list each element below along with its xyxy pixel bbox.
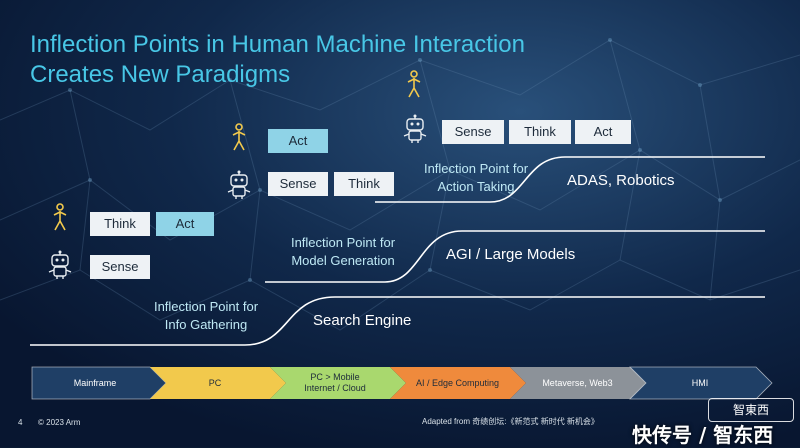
chevron-mobile-cloud bbox=[270, 367, 406, 399]
robot-icon bbox=[227, 170, 251, 199]
inflection-label-model-generation: Inflection Point for Model Generation bbox=[290, 235, 396, 268]
tier-search-engine: Search Engine bbox=[313, 312, 412, 329]
chevron-metaverse bbox=[510, 367, 646, 399]
chevron-hmi bbox=[629, 366, 773, 400]
chevron-pc bbox=[150, 367, 286, 399]
watermark-logo: 智東西 bbox=[708, 398, 794, 422]
timeline-label-hmi: HMI bbox=[691, 377, 709, 388]
act-box: Act bbox=[156, 212, 214, 236]
watermark-logo-text: 智東西 bbox=[732, 403, 769, 417]
tier-agi-large-models: AGI / Large Models bbox=[446, 246, 576, 263]
robot-icon bbox=[48, 250, 72, 279]
copyright: © 2023 Arm bbox=[38, 418, 81, 427]
human-figure-icon bbox=[53, 203, 67, 231]
human-figure-icon bbox=[407, 70, 421, 98]
sense-box: Sense bbox=[442, 120, 504, 144]
timeline-label-ai-edge: AI / Edge Computing bbox=[415, 377, 500, 388]
page-number: 4 bbox=[18, 418, 23, 427]
timeline-label-mobile-cloud: PC > Mobile Internet / Cloud bbox=[304, 372, 366, 393]
chevron-ai-edge bbox=[390, 367, 526, 399]
think-box: Think bbox=[509, 120, 571, 144]
inflection-label-action-taking: Inflection Point for Action Taking bbox=[423, 161, 529, 194]
robot-icon bbox=[403, 114, 427, 143]
timeline-label-pc: PC bbox=[208, 377, 222, 388]
inflection-label-info-gathering: Inflection Point for Info Gathering bbox=[153, 299, 259, 332]
sense-box: Sense bbox=[268, 172, 328, 196]
title-line-1: Inflection Points in Human Machine Inter… bbox=[30, 31, 525, 58]
timeline-label-metaverse: Metaverse, Web3 bbox=[542, 377, 613, 388]
timeline-label-mainframe: Mainframe bbox=[73, 377, 117, 388]
human-figure-icon bbox=[232, 123, 246, 151]
tier-adas-robotics: ADAS, Robotics bbox=[567, 172, 675, 189]
sense-box: Sense bbox=[90, 255, 150, 279]
think-box: Think bbox=[334, 172, 394, 196]
source-citation: Adapted from 奇绩创坛:《新范式 新时代 新机会》 bbox=[422, 417, 599, 426]
watermark-text: 快传号 / 智东西 bbox=[632, 423, 774, 447]
page-title: Inflection Points in Human Machine Inter… bbox=[30, 30, 670, 90]
think-box: Think bbox=[90, 212, 150, 236]
act-box: Act bbox=[575, 120, 631, 144]
title-line-2: Creates New Paradigms bbox=[30, 61, 291, 88]
act-box: Act bbox=[268, 129, 328, 153]
